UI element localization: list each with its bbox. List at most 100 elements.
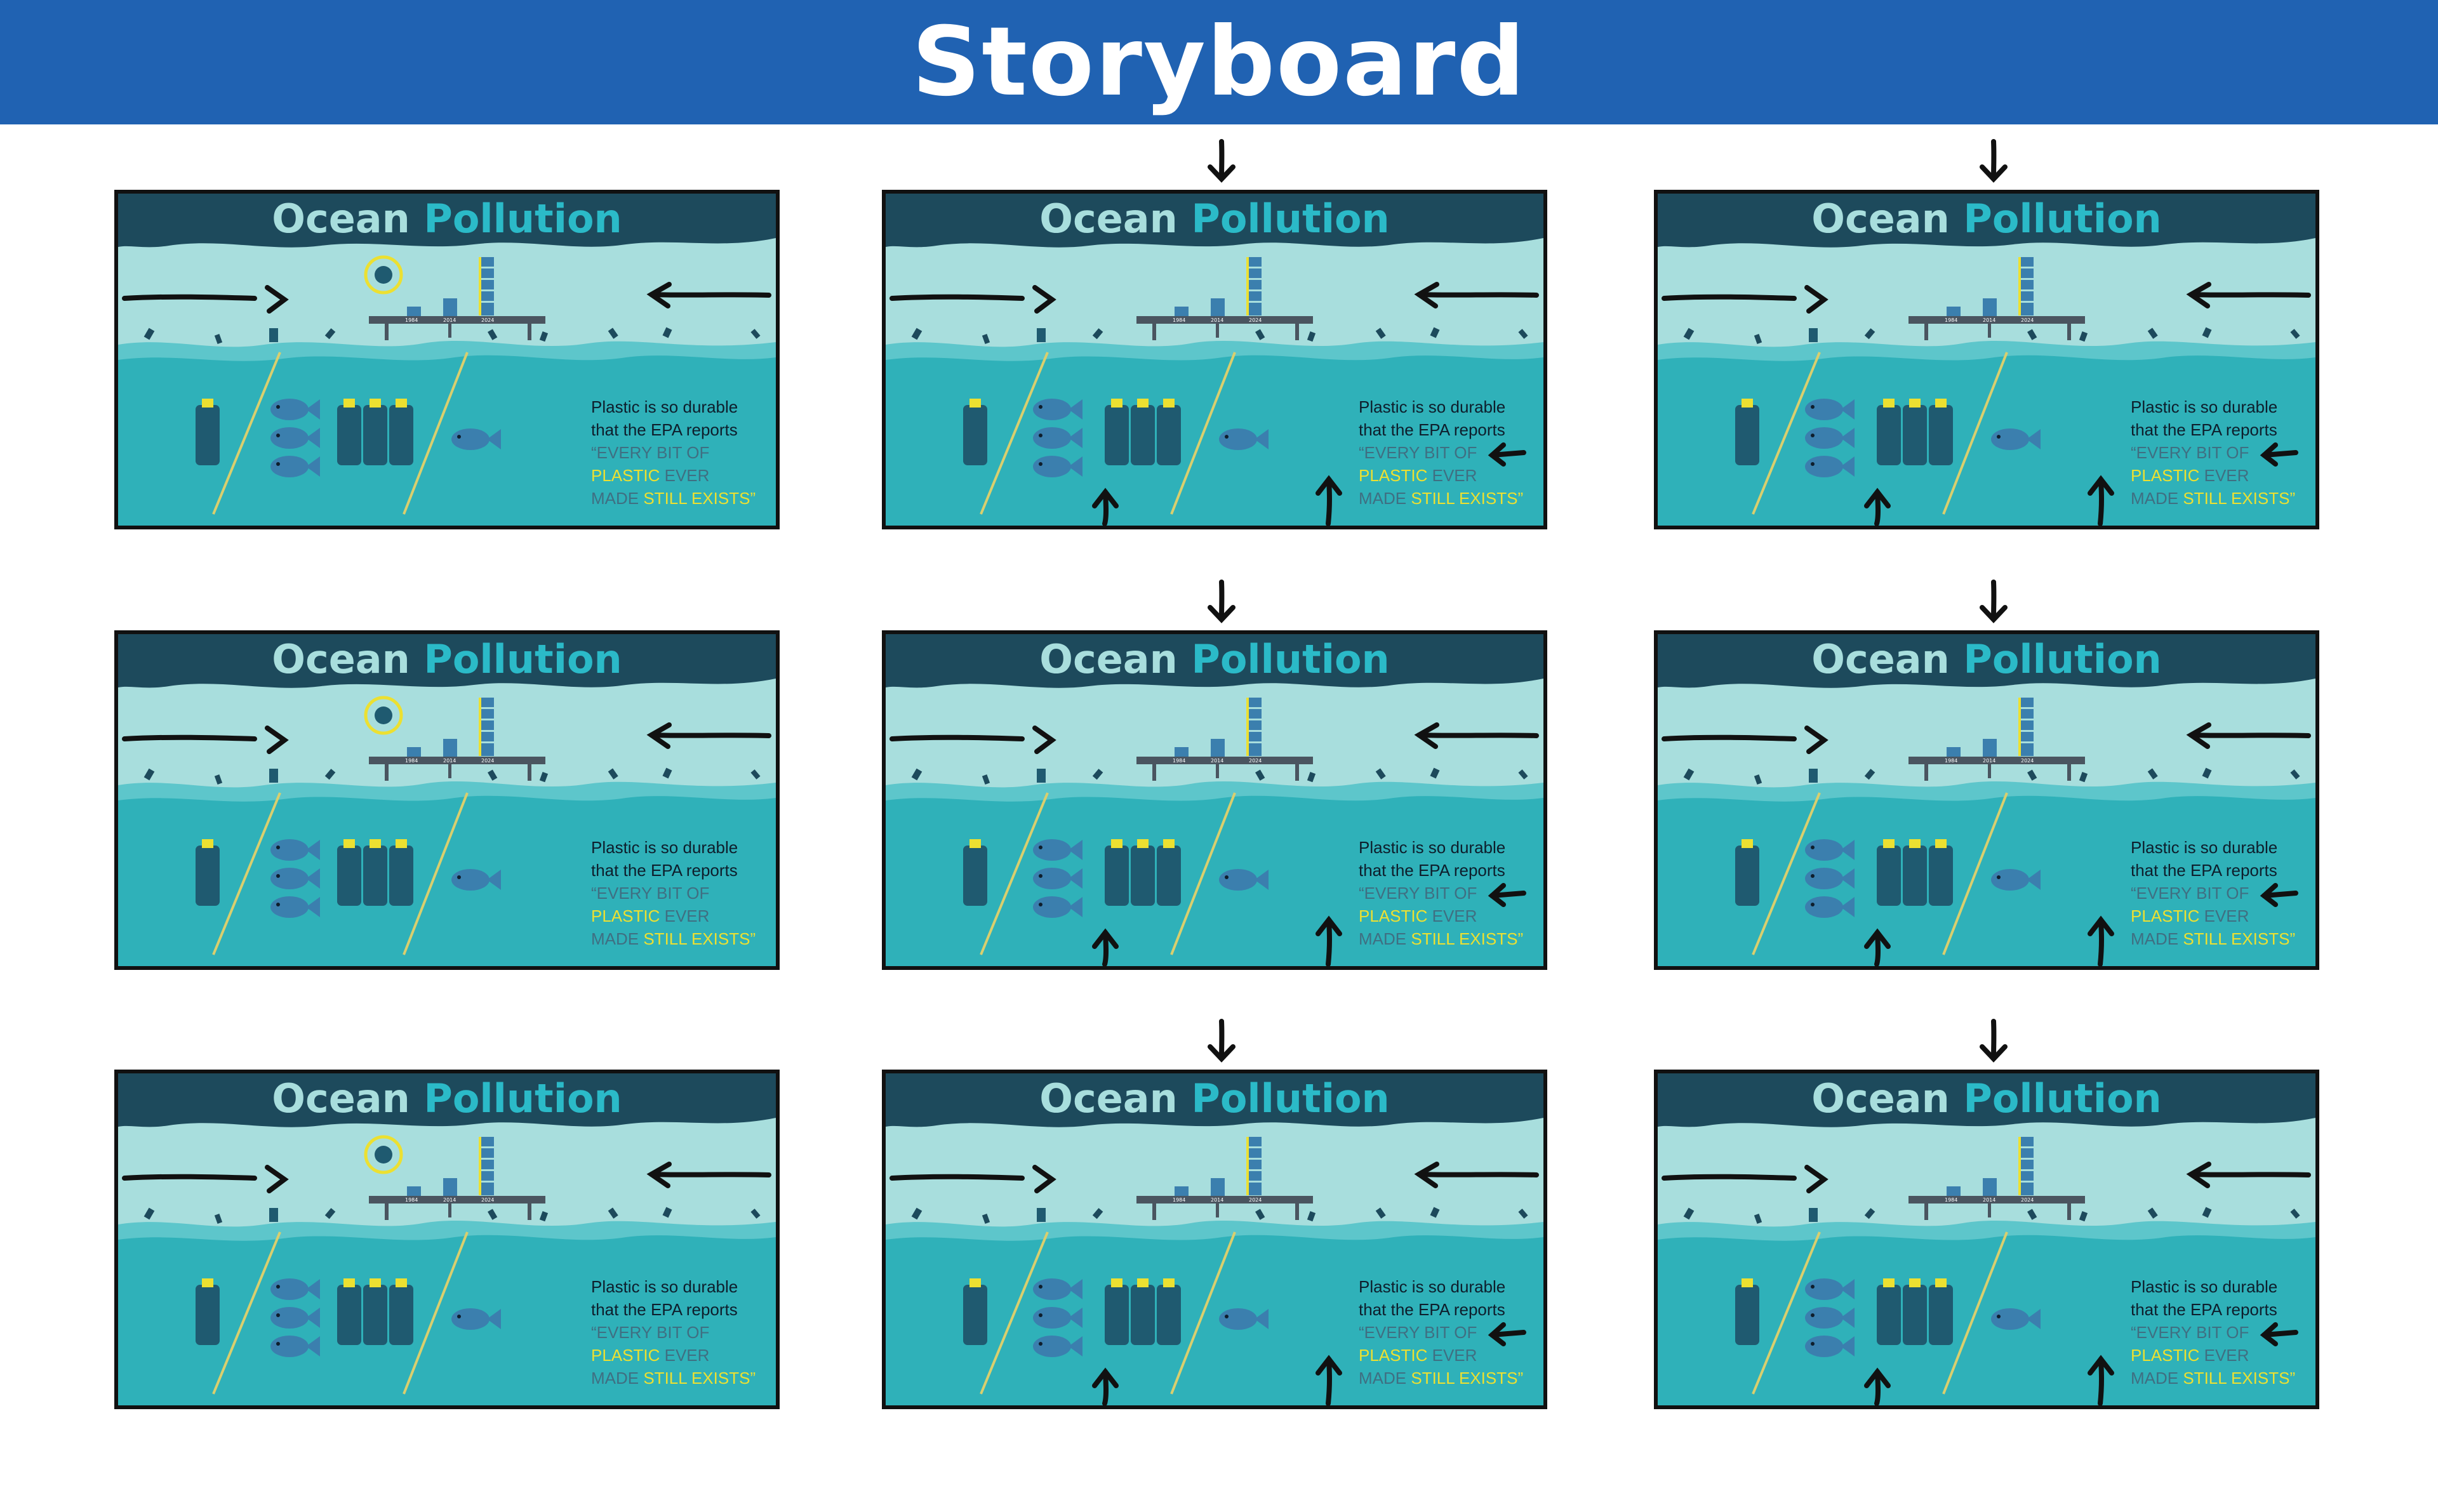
caption-line1: Plastic is so durable <box>591 1277 738 1296</box>
caption-made: MADE <box>2131 489 2183 508</box>
top-wave-band <box>886 634 1543 688</box>
caption-line1: Plastic is so durable <box>2131 1277 2278 1296</box>
caption-still-exists: STILL EXISTS” <box>2183 1369 2296 1388</box>
caption-quote2: PLASTIC EVER <box>591 905 775 927</box>
fish-icon <box>1033 399 1082 420</box>
left-swipe-arrow <box>1662 1165 1828 1193</box>
stick-divider-left <box>980 352 1049 515</box>
fish-icon <box>1219 428 1269 450</box>
fish-icon <box>1805 399 1855 420</box>
panel-title-ocean: Ocean <box>1811 196 1950 242</box>
plastic-bottle-icon <box>1735 839 1759 906</box>
caption-still-exists: STILL EXISTS” <box>643 1369 756 1388</box>
pointing-left-arrow <box>2260 1322 2298 1346</box>
caption-line1: Plastic is so durable <box>2131 397 2278 416</box>
caption-made: MADE <box>1359 489 1411 508</box>
pointing-up-arrow-left <box>1092 487 1119 526</box>
fish-icon <box>270 896 320 918</box>
storyboard-header: Storyboard <box>0 0 2438 124</box>
stick-divider-right <box>1942 1231 2008 1395</box>
caption-quote3: MADE STILL EXISTS” <box>1359 1367 1543 1389</box>
plastic-bottle-icon <box>196 1278 220 1345</box>
caption-still-exists: STILL EXISTS” <box>1411 489 1524 508</box>
left-swipe-arrow <box>889 1165 1056 1193</box>
plastic-bottle-icon <box>1735 399 1759 465</box>
panel-title-ocean: Ocean <box>1811 636 1950 682</box>
floating-trash-icon <box>911 327 1528 344</box>
pier-structure <box>369 698 545 781</box>
timeline-year-label: 2024 <box>1249 758 1262 764</box>
stick-divider-right <box>1942 352 2008 515</box>
caption-quote3: MADE STILL EXISTS” <box>1359 487 1543 510</box>
panel-title: Ocean Pollution <box>118 637 776 681</box>
plastic-bottles-group-icon <box>337 839 413 906</box>
fish-icon <box>270 427 320 449</box>
pier-structure <box>1136 257 1313 340</box>
fish-icon <box>451 869 501 891</box>
top-wave-band <box>886 194 1543 248</box>
timeline-year-label: 2024 <box>481 758 494 764</box>
caption-quote3: MADE STILL EXISTS” <box>2131 487 2315 510</box>
right-swipe-arrow <box>2186 722 2311 749</box>
caption-made: MADE <box>591 489 644 508</box>
timeline-year-label: 2024 <box>481 1197 494 1203</box>
floating-trash-icon <box>911 1207 1528 1224</box>
panel-title: Ocean Pollution <box>118 197 776 241</box>
panel-title: Ocean Pollution <box>118 1077 776 1120</box>
caption-line1: Plastic is so durable <box>1359 397 1506 416</box>
floating-trash-icon <box>143 1207 761 1224</box>
panel-title-pollution: Pollution <box>423 1075 622 1122</box>
plastic-bottle-icon <box>963 1278 987 1345</box>
caption-line2: that the EPA reports <box>1359 420 1505 439</box>
pointing-left-arrow <box>2260 883 2298 907</box>
pointing-up-arrow-right <box>2088 1355 2114 1405</box>
caption-quote1: “EVERY BIT OF <box>591 884 710 903</box>
caption-made: MADE <box>591 1369 644 1388</box>
caption-quote2: PLASTIC EVER <box>2131 905 2315 927</box>
timeline-year-label: 2014 <box>1983 758 1995 764</box>
caption-quote3: MADE STILL EXISTS” <box>591 1367 775 1389</box>
recycle-fish-icon <box>364 696 403 735</box>
right-swipe-arrow <box>646 1162 771 1188</box>
fish-icon <box>1219 1308 1269 1330</box>
caption-quote2: PLASTIC EVER <box>2131 1344 2315 1367</box>
panel-title-ocean: Ocean <box>272 1075 410 1122</box>
fish-icon <box>270 1278 320 1300</box>
timeline-year-label: 2014 <box>1211 317 1223 323</box>
flow-down-arrow <box>1202 139 1241 183</box>
caption-plastic: PLASTIC <box>1359 466 1428 485</box>
plastic-bottle-icon <box>963 839 987 906</box>
panel-title-pollution: Pollution <box>1191 1075 1390 1122</box>
caption-plastic: PLASTIC <box>2131 906 2200 925</box>
fish-icon <box>1033 1336 1082 1357</box>
panel-caption: Plastic is so durable that the EPA repor… <box>1359 836 1543 950</box>
floating-trash-icon <box>1683 327 2300 344</box>
timeline-year-label: 2024 <box>2021 758 2034 764</box>
caption-plastic: PLASTIC <box>2131 1346 2200 1365</box>
stick-divider-left <box>980 792 1049 955</box>
plastic-bottle-icon <box>963 399 987 465</box>
stick-divider-right <box>403 792 469 955</box>
caption-line1: Plastic is so durable <box>2131 838 2278 857</box>
deep-water <box>118 1235 776 1405</box>
plastic-bottles-group-icon <box>1877 399 1953 465</box>
caption-line1: Plastic is so durable <box>591 397 738 416</box>
timeline-year-label: 1984 <box>1945 317 1957 323</box>
panel-title-pollution: Pollution <box>1963 636 2162 682</box>
right-swipe-arrow <box>1414 282 1539 308</box>
caption-plastic: PLASTIC <box>1359 906 1428 925</box>
pier-structure <box>1908 1137 2085 1220</box>
caption-made: MADE <box>2131 1369 2183 1388</box>
caption-plastic: PLASTIC <box>1359 1346 1428 1365</box>
